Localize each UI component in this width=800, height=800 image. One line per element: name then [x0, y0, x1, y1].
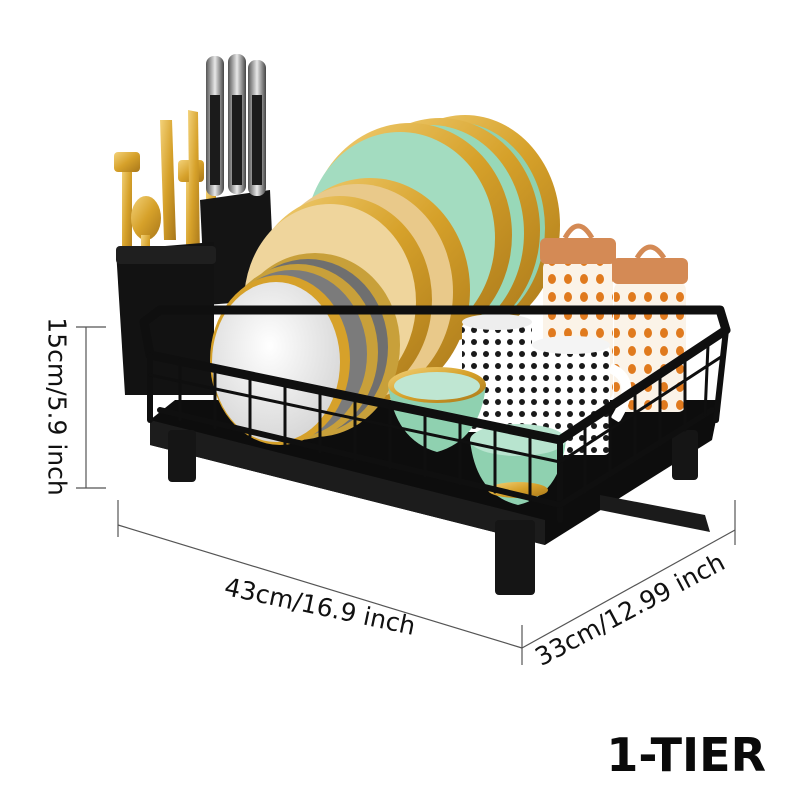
- height-dimension-line: [76, 326, 106, 489]
- height-dimension-label: 15cm/5.9 inch: [42, 317, 72, 496]
- mugs: [462, 314, 632, 455]
- white-plate: [210, 275, 350, 445]
- depth-dimension-line: [521, 500, 736, 649]
- tier-label: 1-TIER: [606, 728, 766, 782]
- width-dimension-line: [117, 500, 523, 665]
- drain-spout: [600, 495, 710, 532]
- dotted-mug-front: [532, 336, 632, 455]
- wire-rack: [139, 305, 731, 523]
- plates: [210, 115, 560, 445]
